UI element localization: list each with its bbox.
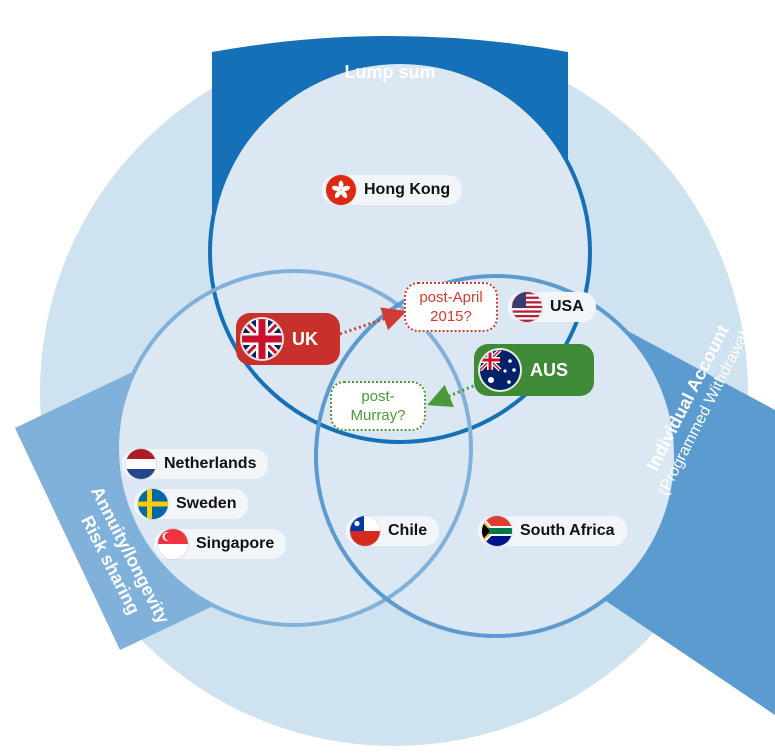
singapore-flag-icon (158, 529, 188, 559)
uk-label: UK (292, 328, 318, 349)
country-uk: UK (236, 313, 340, 365)
aus-arrow (427, 382, 479, 407)
country-chile: Chile (346, 516, 440, 546)
individual-circle (314, 274, 678, 638)
singapore-label: Singapore (196, 535, 275, 552)
south-africa-flag-icon (482, 516, 512, 546)
country-aus: AUS (474, 344, 594, 396)
aus-label: AUS (530, 359, 569, 380)
lump-sum-label: Lump sum (344, 62, 436, 82)
chile-label: Chile (388, 522, 428, 539)
country-sweden: Sweden (134, 489, 249, 519)
uk-flag-icon (242, 319, 282, 359)
netherlands-label: Netherlands (164, 455, 257, 472)
south-africa-label: South Africa (520, 522, 615, 539)
usa-label: USA (550, 298, 584, 315)
uk-arrow (339, 307, 407, 336)
sweden-flag-icon (138, 489, 168, 519)
country-usa: USA (508, 292, 596, 322)
lump-sum-circle (208, 60, 592, 444)
post-april-note: post-April 2015? (404, 282, 498, 332)
post-murray-note: post- Murray? (330, 381, 426, 431)
country-south-africa: South Africa (478, 516, 627, 546)
sweden-label: Sweden (176, 495, 237, 512)
netherlands-flag-icon (126, 449, 156, 479)
hong-kong-label: Hong Kong (364, 181, 451, 198)
australia-flag-icon (480, 350, 520, 390)
country-hong-kong: Hong Kong (322, 175, 463, 205)
country-singapore: Singapore (154, 529, 287, 559)
annuity-circle (115, 269, 473, 627)
country-netherlands: Netherlands (122, 449, 269, 479)
usa-flag-icon (512, 292, 542, 322)
hong-kong-flag-icon (326, 175, 356, 205)
chile-flag-icon (350, 516, 380, 546)
